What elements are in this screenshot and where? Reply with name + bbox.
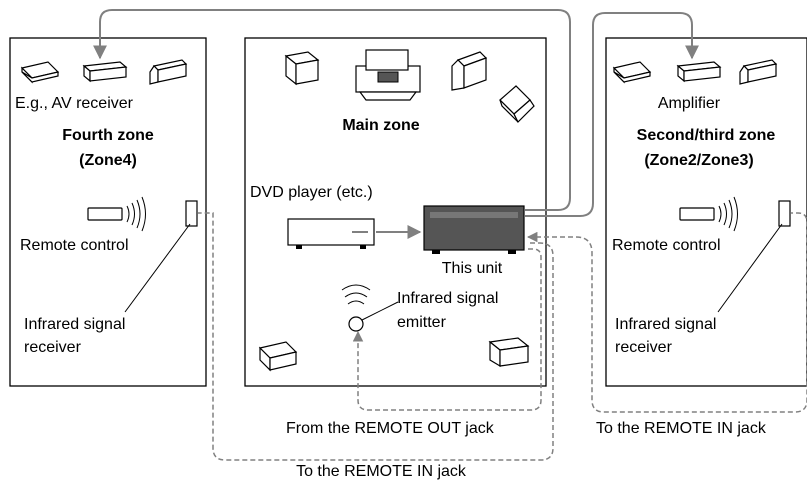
dvd-player-icon [287,218,375,249]
main-zone-speaker-rear-icon [499,85,535,124]
this-unit-receiver-icon [423,205,525,254]
second-zone-speaker-right-icon [739,59,778,85]
remote-out-label: From the REMOTE OUT jack [286,420,495,437]
main-zone-title: Main zone [342,117,419,134]
second-zone-remote-control-icon [679,196,738,232]
fourth-zone-ir-receiver-icon [185,200,198,227]
second-zone-subtitle: (Zone2/Zone3) [644,152,753,169]
main-zone-center-tv-icon [355,49,421,101]
main-zone-speaker-right-icon [451,51,488,91]
remote-in-wire-zone4 [198,212,554,461]
second-zone-receiver-label-2: receiver [615,339,673,356]
remote-out-wire [352,248,542,411]
second-zone-ir-receiver-icon [778,200,791,227]
zone4-output-wire [93,9,571,211]
fourth-zone-title: Fourth zone [62,127,154,144]
emitter-pointer [361,301,399,321]
second-zone-receiver-pointer [717,223,783,313]
second-zone-title: Second/third zone [637,127,776,144]
fourth-zone-device-label: E.g., AV receiver [15,95,134,112]
second-zone-remote-label: Remote control [612,237,721,254]
fourth-zone-receiver-label-2: receiver [24,339,82,356]
zone2-output-wire [525,12,699,217]
fourth-zone-receiver-pointer [124,223,191,313]
remote-in-label-right: To the REMOTE IN jack [596,420,767,437]
fourth-zone-subtitle: (Zone4) [79,152,137,169]
second-zone-receiver-label-1: Infrared signal [615,316,716,333]
fourth-zone-speaker-left-icon [20,61,60,84]
fourth-zone-av-receiver-icon [82,61,128,83]
remote-in-wire-zone2 [526,212,807,413]
emitter-label-2: emitter [397,314,447,331]
emitter-label-1: Infrared signal [397,290,498,307]
second-zone-speaker-left-icon [612,61,652,84]
main-zone-speaker-bottom-right-icon [488,337,530,368]
fourth-zone-remote-control-icon [87,196,146,232]
main-zone-speaker-left-icon [284,51,320,86]
fourth-zone-remote-label: Remote control [20,237,129,254]
main-zone-speaker-bottom-left-icon [258,341,298,372]
fourth-zone-receiver-label-1: Infrared signal [24,316,125,333]
amplifier-label: Amplifier [658,95,721,112]
remote-in-label-bottom: To the REMOTE IN jack [296,463,467,480]
amplifier-icon [676,61,722,83]
dvd-player-label: DVD player (etc.) [250,184,373,201]
fourth-zone-speaker-right-icon [149,59,188,85]
this-unit-label: This unit [442,260,503,277]
infrared-emitter-icon [341,284,371,332]
